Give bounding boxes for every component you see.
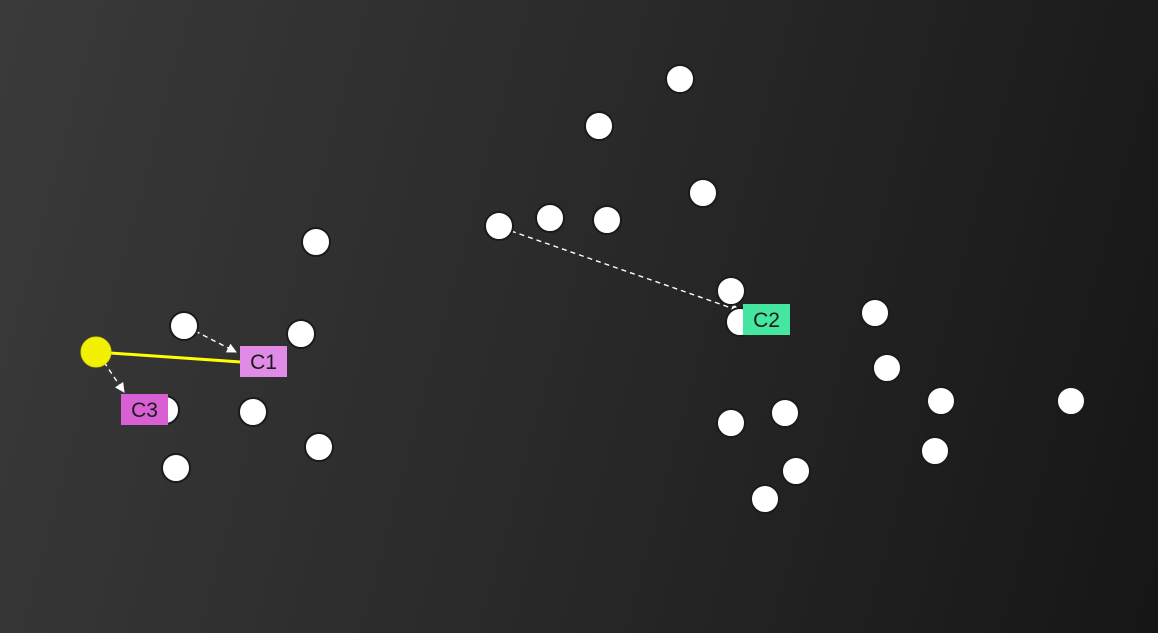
selected-node[interactable] — [80, 336, 112, 368]
cluster-label-c3-box — [121, 394, 168, 425]
graph-node[interactable] — [926, 386, 956, 416]
graph-node[interactable] — [750, 484, 780, 514]
graph-node[interactable] — [860, 298, 890, 328]
graph-node[interactable] — [484, 211, 514, 241]
cluster-label-c3[interactable]: C3 — [121, 394, 168, 425]
cluster-label-c1-box — [240, 346, 287, 377]
graph-node[interactable] — [920, 436, 950, 466]
link-node-to-c2 — [510, 230, 741, 313]
graph-node[interactable] — [781, 456, 811, 486]
graph-node[interactable] — [169, 311, 199, 341]
graph-node[interactable] — [592, 205, 622, 235]
links-layer — [95, 230, 741, 393]
graph-node[interactable] — [688, 178, 718, 208]
cluster-label-c2[interactable]: C2 — [743, 304, 790, 335]
graph-node[interactable] — [716, 408, 746, 438]
graph-node[interactable] — [1056, 386, 1086, 416]
graph-node[interactable] — [238, 397, 268, 427]
graph-node[interactable] — [304, 432, 334, 462]
graph-node[interactable] — [584, 111, 614, 141]
graph-node[interactable] — [286, 319, 316, 349]
graph-node[interactable] — [161, 453, 191, 483]
cluster-label-c2-text: C2 — [753, 309, 780, 332]
graph-node[interactable] — [535, 203, 565, 233]
link-selected-to-c3 — [103, 361, 125, 393]
cluster-label-c1[interactable]: C1 — [240, 346, 287, 377]
cluster-label-c3-text: C3 — [131, 399, 158, 422]
cluster-label-c2-box — [743, 304, 790, 335]
link-selected-to-c1 — [95, 350, 242, 364]
graph-node[interactable] — [665, 64, 695, 94]
link-node-to-c1 — [194, 330, 237, 353]
graph-node[interactable] — [716, 276, 746, 306]
graph-node[interactable] — [301, 227, 331, 257]
graph-node[interactable] — [770, 398, 800, 428]
cluster-label-c1-text: C1 — [250, 351, 277, 374]
graph-node[interactable] — [872, 353, 902, 383]
nodes-layer — [80, 64, 1086, 514]
